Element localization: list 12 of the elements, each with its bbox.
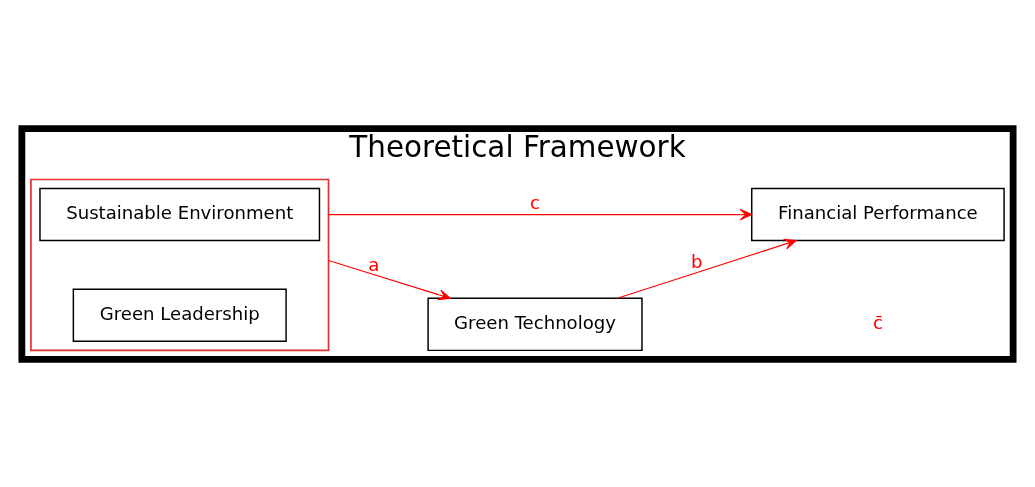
label: c̄: [872, 311, 883, 333]
edge-label: a: [368, 253, 380, 275]
cluster: [30, 178, 330, 351]
node-box: Financial Performance: [751, 187, 1005, 241]
node-box: Sustainable Environment: [39, 187, 321, 241]
edge-label: b: [691, 250, 703, 272]
node-box: Green Leadership: [72, 288, 287, 342]
arrow: [327, 208, 753, 220]
arrow: [327, 259, 451, 300]
edge-label: c: [530, 191, 541, 213]
arrow: [616, 238, 797, 299]
node-box: Green Technology: [427, 297, 643, 351]
